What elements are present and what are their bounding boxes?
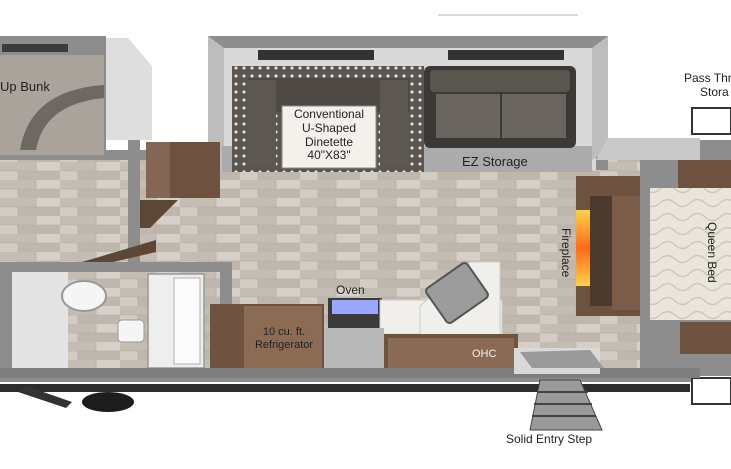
slide-right-bevel — [592, 36, 608, 160]
bunk-window — [2, 44, 68, 52]
sofa-back — [430, 70, 570, 92]
oven-top — [332, 300, 378, 314]
fireplace-surround — [590, 196, 612, 306]
kitchen-sink — [425, 262, 489, 324]
bottom-wall — [0, 368, 700, 378]
fridge-front — [244, 306, 322, 370]
slide-window-2 — [448, 50, 564, 60]
nightstand-top — [678, 160, 731, 188]
bedroom-front-slide — [596, 138, 700, 160]
shelf-diag — [140, 200, 178, 228]
dinette-label: Conventional U-Shaped Dinetette 40"X83" — [282, 107, 376, 163]
dinette-table — [281, 105, 377, 169]
entry-step-label: Solid Entry Step — [506, 432, 593, 446]
shower-glass — [173, 277, 201, 365]
entry-step-lines — [532, 391, 596, 417]
ez-storage-label: EZ Storage — [462, 154, 528, 169]
lower-cabinets-face — [388, 338, 514, 370]
slide-window-1 — [258, 50, 374, 60]
sofa-cushion-1 — [436, 94, 500, 138]
left-cabinet-shade — [146, 142, 170, 198]
dinette-label-line1: Conventional — [293, 107, 365, 121]
dinette-label-line4: 40"X83" — [307, 148, 351, 163]
dinette-seat-right — [380, 80, 408, 166]
divider-wall — [128, 140, 140, 266]
under-oven — [324, 328, 384, 374]
sofa-cushion-2 — [502, 94, 566, 138]
pass-through-line1: Pass Thr — [684, 71, 731, 85]
fridge-label-line1: 10 cu. ft. — [262, 326, 306, 338]
fireplace-label: Fireplace — [559, 228, 573, 278]
bath-closet — [12, 272, 68, 368]
toilet-tank — [117, 319, 145, 343]
nightstand-bottom — [680, 322, 731, 354]
wheel-left — [82, 392, 134, 412]
fridge-label-line2: Refrigerator — [254, 338, 314, 351]
dinette-label-line3: Dinetette — [304, 134, 354, 149]
pass-through-storage — [691, 107, 731, 135]
pass-through-label: Pass Thr Stora — [684, 71, 731, 100]
fireplace-glass — [576, 210, 590, 286]
queen-bed — [650, 188, 731, 320]
bunk-wall-right — [106, 38, 152, 140]
ohc-label: OHC — [472, 348, 497, 360]
pass-through-storage-bottom — [691, 377, 731, 405]
sink — [61, 280, 107, 312]
fridge-label: 10 cu. ft. Refrigerator — [244, 326, 324, 351]
door-swing — [520, 350, 604, 368]
dinette-label-line2: U-Shaped — [301, 120, 357, 135]
dinette-seat-left — [248, 80, 276, 166]
awning-top-line — [438, 14, 578, 16]
shelf-diag-2 — [82, 240, 156, 266]
queen-bed-label: Queen Bed — [705, 222, 719, 283]
oven-label: Oven — [336, 283, 365, 297]
hitch-brace — [18, 386, 72, 408]
chassis-bar — [0, 384, 690, 392]
pass-through-line2: Stora — [700, 84, 729, 99]
wardrobe-left — [612, 196, 640, 310]
bunk-curve — [20, 85, 104, 150]
bunk-label: Up Bunk — [0, 79, 50, 94]
slide-left-bevel — [208, 36, 224, 170]
